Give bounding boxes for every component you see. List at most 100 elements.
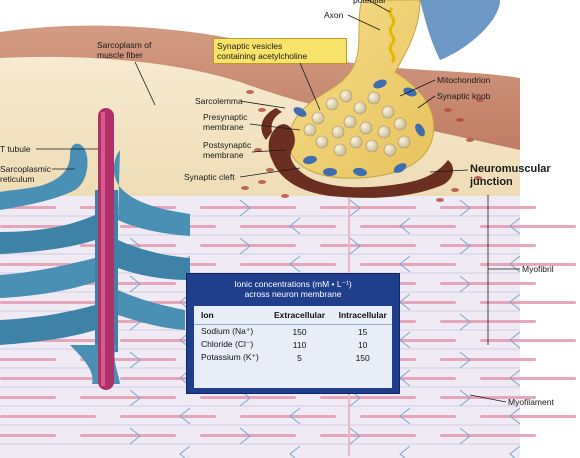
z-line: [399, 445, 411, 458]
label-sr-2: reticulum: [0, 174, 34, 184]
vesicle: [383, 143, 397, 157]
label-presynaptic-1: Presynaptic: [203, 112, 248, 122]
ion-concentration-table: Ionic concentrations (mM • L⁻¹) across n…: [186, 273, 400, 394]
myofilament-thick: [320, 244, 416, 247]
label-sr-1: Sarcoplasmic: [0, 164, 52, 174]
myofilament-thick: [360, 225, 456, 228]
cell-extracellular: 110: [292, 339, 307, 350]
t-tubule-highlight: [101, 112, 105, 386]
label-myofibril: Myofibril: [522, 264, 554, 274]
granule: [451, 188, 459, 192]
label-sarcoplasm-2: muscle fiber: [97, 50, 143, 60]
z-line: [399, 331, 411, 349]
z-line: [289, 217, 301, 235]
z-line: [459, 313, 471, 331]
vesicle: [367, 91, 381, 105]
myofilament-thick: [240, 263, 336, 266]
label-mitochondrion: Mitochondrion: [437, 75, 491, 85]
mitochondrion: [373, 79, 387, 89]
granule: [476, 98, 484, 102]
myofilament-thick: [480, 263, 576, 266]
vesicle: [325, 97, 339, 111]
z-line: [509, 331, 521, 349]
z-line: [459, 427, 471, 445]
cell-ion: Sodium (Na⁺): [201, 326, 254, 336]
vesicle: [353, 101, 367, 115]
z-line: [179, 407, 191, 425]
z-line: [349, 199, 361, 217]
label-myofilament: Myofilament: [508, 397, 554, 407]
leader-sarcoplasm: [134, 61, 156, 106]
leader-postsynaptic: [251, 149, 286, 153]
vesicle: [349, 135, 363, 149]
label-postsynaptic-1: Postsynaptic: [203, 140, 252, 150]
myofilament-thick: [440, 434, 536, 437]
myelin-sheath: [420, 0, 500, 60]
granule: [258, 108, 266, 112]
callout-line-2: containing acetylcholine: [217, 51, 308, 61]
cell-extracellular: 5: [297, 352, 302, 363]
z-line: [399, 293, 411, 311]
myofilament-thick: [480, 301, 576, 304]
myofilament-thick: [0, 358, 56, 361]
z-line: [399, 407, 411, 425]
granule: [436, 198, 444, 202]
table-row: Chloride (Cl⁻) 110 10: [194, 338, 392, 351]
z-line: [289, 255, 301, 273]
myofilament-thick: [0, 301, 96, 304]
myofilament-thick: [480, 339, 576, 342]
ion-table-title-2: across neuron membrane: [244, 289, 342, 299]
myofilament-thick: [320, 396, 416, 399]
vesicle: [393, 117, 407, 131]
label-sarcoplasm-1: Sarcoplasm of: [97, 40, 152, 50]
vesicle: [343, 115, 357, 129]
axon-terminal: [288, 0, 435, 179]
z-line: [239, 199, 251, 217]
mitochondrion: [303, 155, 317, 165]
granule: [456, 118, 464, 122]
z-line: [459, 275, 471, 293]
leader-synaptic-cleft: [239, 167, 301, 178]
z-line: [289, 445, 301, 458]
myofilament-thick: [200, 396, 296, 399]
myofilament-stripes: [0, 199, 576, 458]
label-axon-potential: potential: [353, 0, 385, 5]
granule: [241, 186, 249, 190]
myofilament-thick: [0, 415, 96, 418]
myofilament-thick: [320, 434, 416, 437]
myofilament-thick: [200, 434, 296, 437]
z-line: [129, 275, 141, 293]
vesicle: [365, 139, 379, 153]
myofilament-thick: [80, 282, 176, 285]
myofilament-thick: [80, 434, 176, 437]
vesicle: [315, 135, 329, 149]
myofilament-thick: [200, 244, 296, 247]
z-line: [129, 351, 141, 369]
vesicle: [381, 105, 395, 119]
granule: [254, 148, 262, 152]
myofilament-thick: [440, 396, 536, 399]
leader-presynaptic: [249, 123, 301, 131]
leader-sarcolemma: [239, 100, 286, 109]
cell-extracellular: 150: [292, 326, 307, 337]
table-row: Potassium (K⁺) 5 150: [194, 351, 392, 364]
label-t-tubule: T tubule: [0, 144, 31, 154]
vesicle: [397, 135, 411, 149]
z-line: [509, 445, 521, 458]
mitochondrion: [415, 123, 425, 137]
leader-myofilament: [469, 394, 507, 403]
granule: [466, 138, 474, 142]
label-synaptic-cleft: Synaptic cleft: [184, 172, 235, 182]
granule: [474, 176, 482, 180]
leader-axon: [347, 14, 381, 31]
myofilament-thick: [0, 434, 56, 437]
synaptic-vesicles-callout: Synaptic vesicles containing acetylcholi…: [213, 38, 347, 64]
cell-ion: Potassium (K⁺): [201, 352, 259, 362]
vesicle: [331, 125, 345, 139]
myofilament-thick: [320, 206, 416, 209]
myofilament-thick: [240, 225, 336, 228]
granule: [444, 108, 452, 112]
myofilament-thick: [360, 263, 456, 266]
vesicle: [311, 111, 325, 125]
ion-table-grid: Ion Extracellular Intracellular Sodium (…: [194, 306, 392, 364]
